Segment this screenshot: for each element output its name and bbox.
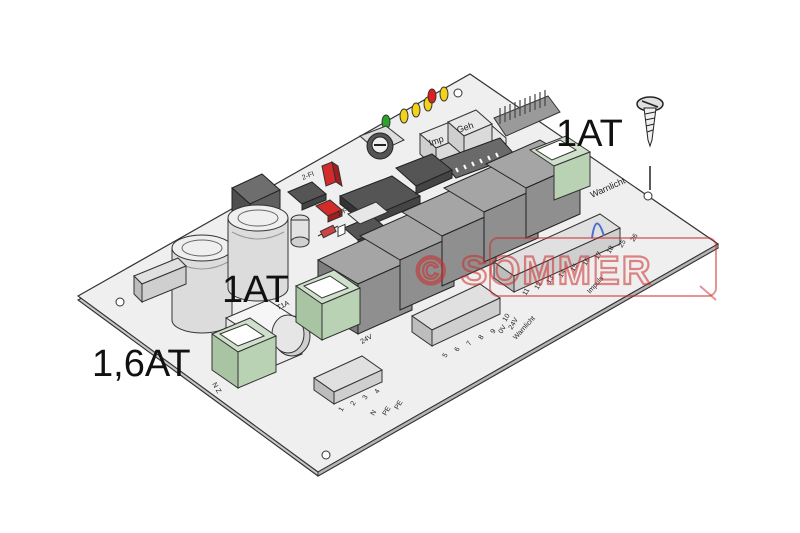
led-yellow: [399, 108, 409, 124]
wire-bridge: [591, 222, 605, 239]
electrolytic-capacitor-large: [171, 234, 233, 334]
watermark: © SOMMER: [415, 237, 717, 301]
fuse-holder-left: [210, 317, 278, 389]
fuse-label-top-right: 1AT: [556, 113, 623, 155]
terminal-number: 2: [350, 400, 358, 407]
led-red: [427, 88, 437, 104]
potentiometer: [359, 125, 405, 160]
mounting-hole: [453, 88, 463, 98]
terminal-number: 25: [618, 239, 628, 249]
terminal-number: 15: [570, 263, 580, 273]
terminal-number: 9: [490, 328, 498, 335]
imp-label: Imp: [428, 134, 445, 148]
red-jumper: [315, 199, 343, 223]
terminal-number: 10: [502, 313, 512, 323]
terminal-number: 1: [338, 406, 346, 413]
mounting-hole: [321, 450, 331, 460]
red-jumper: [321, 160, 343, 188]
watermark-text: © SOMMER: [416, 249, 653, 293]
fi1-label: 1-FI: [336, 207, 350, 218]
ic-chip: [287, 181, 327, 211]
fuse-holder-center: [294, 269, 362, 341]
fuse-label-left: 1,6AT: [92, 343, 191, 385]
terminal-number: 17: [594, 251, 604, 261]
terminal-numbers-front: 1 2 3 4 N PE PE: [338, 388, 405, 417]
t1a-label: T1A: [276, 300, 291, 312]
fuse-label-center: 1AT: [222, 269, 289, 311]
status-leds: [381, 86, 449, 130]
terminal-number: 11: [522, 287, 532, 297]
fuse-holder-top-right: [528, 135, 592, 201]
mounting-hole: [115, 297, 125, 307]
pe-label: PE: [382, 405, 393, 417]
electrolytic-capacitor-large: [227, 204, 289, 302]
terminal-number: 5: [442, 352, 450, 359]
ic-chip: [395, 153, 453, 195]
led-yellow: [411, 102, 421, 118]
terminal-number: 16: [582, 257, 592, 267]
led-yellow: [439, 86, 449, 102]
screw-icon: [636, 96, 664, 190]
terminal-number: 13: [546, 275, 556, 285]
v0-label: 0V: [498, 324, 509, 335]
terminal-number: 4: [374, 388, 382, 395]
terminal-number: 18: [606, 245, 616, 255]
terminal-block-front: [312, 223, 384, 405]
resistor: [317, 224, 339, 239]
terminal-number: 6: [454, 346, 462, 353]
terminal-numbers-mid: 5 6 7 8 9 10: [442, 313, 512, 359]
mounting-hole: [643, 191, 653, 201]
pe-label: PE: [394, 399, 405, 411]
crystal: [347, 201, 389, 225]
terminal-number: 12: [534, 281, 544, 291]
n-label: N: [370, 409, 379, 417]
terminal-number: 3: [362, 394, 370, 401]
terminal-block-mid: [411, 283, 501, 347]
terminal-block-right: [492, 213, 622, 293]
small-capacitor: [290, 214, 310, 248]
terminal-number: 14: [558, 269, 568, 279]
fi2-label: 2-FI: [301, 171, 315, 182]
terminal-number: 8: [478, 334, 486, 341]
terminal-number: 7: [466, 340, 474, 347]
terminal-block-left: [133, 257, 187, 304]
